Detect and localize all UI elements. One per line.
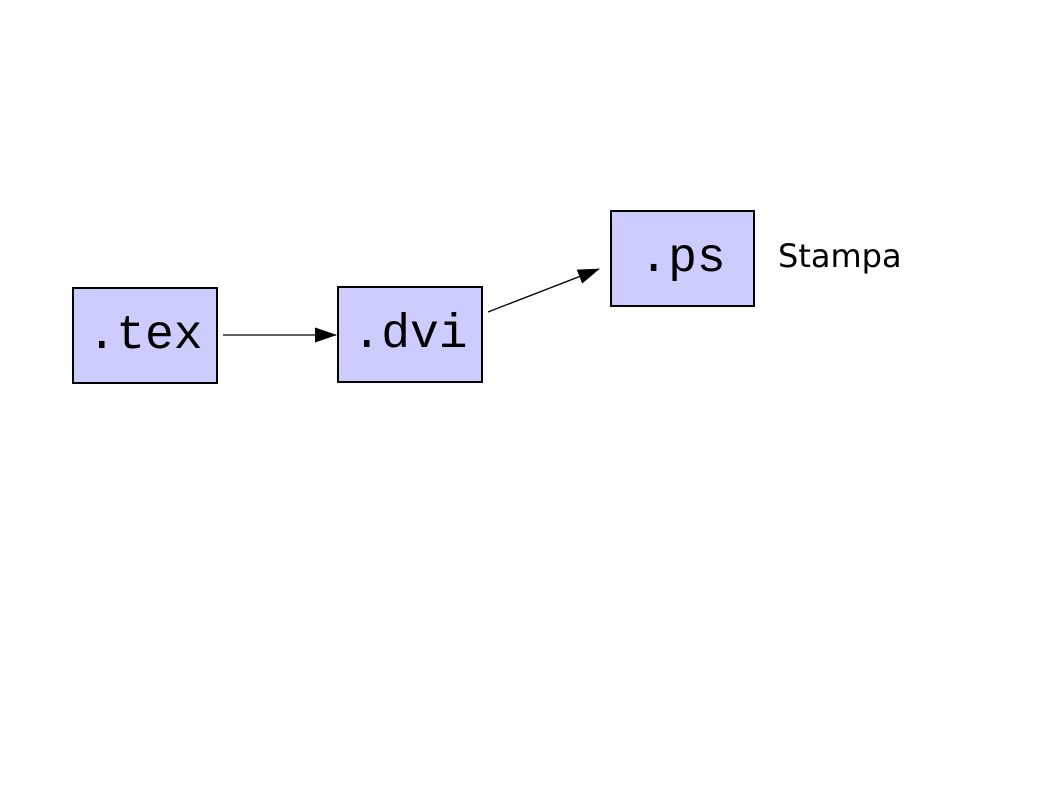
node-tex: .tex bbox=[72, 287, 218, 384]
node-ps: .ps bbox=[610, 210, 755, 307]
stampa-label: Stampa bbox=[778, 237, 902, 275]
node-ps-label: .ps bbox=[639, 231, 726, 286]
node-dvi: .dvi bbox=[337, 286, 483, 383]
edge-dvi-to-ps-arrow bbox=[487, 268, 600, 313]
node-tex-label: .tex bbox=[87, 308, 203, 363]
node-dvi-label: .dvi bbox=[352, 307, 468, 362]
